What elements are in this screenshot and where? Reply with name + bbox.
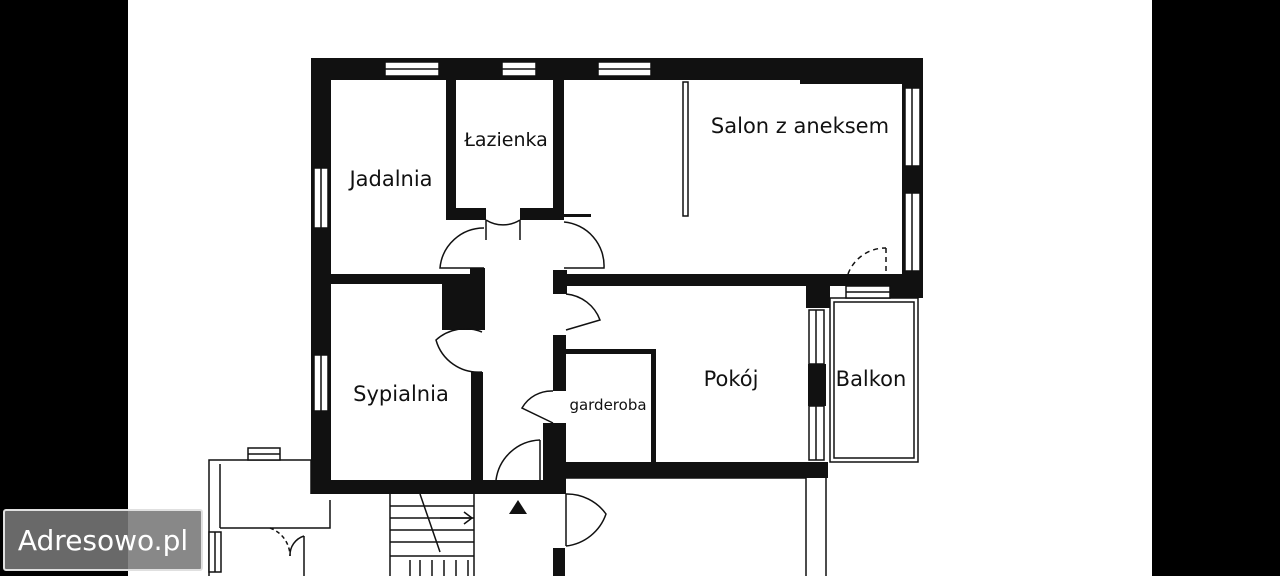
room-label-garderoba: garderoba [569, 396, 646, 414]
wall-closet-block [470, 268, 485, 330]
doors [435, 219, 607, 547]
room-label-jadalnia: Jadalnia [347, 167, 432, 191]
room-label-sypialnia: Sypialnia [353, 382, 449, 406]
room-label-balkon: Balkon [836, 367, 907, 391]
wall-garderoba-left-bottom [543, 423, 566, 480]
wall-lazienka-bottom-left [446, 208, 486, 220]
wall-garderoba-left-top [553, 335, 566, 391]
windows [313, 61, 921, 461]
balcony [829, 247, 919, 463]
wall-hall-salon-stub [553, 270, 567, 294]
bottom-wall-left [311, 480, 566, 494]
door-hall [495, 439, 541, 481]
door-pokoj [565, 293, 601, 331]
closet-block [442, 284, 470, 330]
wall-stub [564, 214, 591, 217]
wall-hall-bottom [543, 478, 565, 492]
room-label-lazienka: Łazienka [463, 129, 548, 151]
wall-garderoba-top [566, 349, 656, 354]
wall-balcony-corner [890, 274, 923, 298]
wall-pokoj-corner [806, 274, 830, 308]
wall-jadalnia-lazienka [446, 80, 456, 220]
salon-partition [682, 81, 689, 217]
room-label-pokoj: Pokój [704, 367, 759, 391]
door-entry [565, 493, 607, 547]
entrance-marker [509, 500, 527, 514]
floor-plan-sheet [128, 0, 1152, 576]
door-garderoba [520, 390, 554, 424]
watermark-logo: Adresowo.pl [3, 509, 203, 571]
wall-sypialnia-right [471, 372, 483, 480]
door-lazienka [485, 219, 521, 226]
door-salon [563, 221, 605, 269]
interior-walls [331, 58, 923, 492]
watermark-text: Adresowo.pl [17, 523, 189, 557]
wall-lazienka-salon [553, 80, 564, 220]
wall-bottom-stub [553, 548, 565, 576]
door-sypialnia [435, 327, 483, 373]
wall-lazienka-bottom-right [520, 208, 564, 220]
wall-pokoj-mid [808, 364, 826, 406]
stairwell [389, 477, 827, 576]
wall-salon-pokoj [564, 274, 920, 286]
annex [208, 447, 331, 576]
door-jadalnia [439, 227, 485, 269]
wall-pokoj-bottom [566, 462, 828, 478]
wall-salon-corner [800, 58, 923, 84]
left-wall [311, 58, 331, 494]
wall-jadalnia-sypialnia [331, 274, 471, 284]
room-label-salon: Salon z aneksem [711, 114, 889, 138]
wall-garderoba-right [651, 349, 656, 464]
